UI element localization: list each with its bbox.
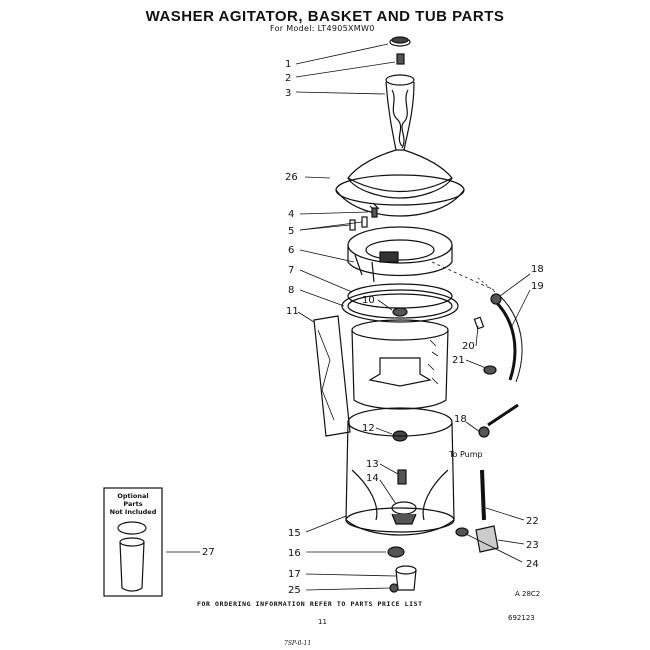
- to-pump-note: To Pump: [449, 450, 483, 459]
- leader-lines: [295, 43, 531, 591]
- part-tub-seal: [391, 469, 417, 525]
- optional-parts-box: [103, 487, 200, 597]
- callout-25: 25: [288, 585, 301, 596]
- part-hose-assembly: [455, 293, 523, 553]
- part-agitator-cap: [389, 36, 411, 47]
- callout-5: 5: [288, 226, 294, 237]
- part-drain-fitting: [389, 565, 417, 593]
- callout-16: 16: [288, 548, 301, 559]
- part-screw: [369, 202, 380, 218]
- callout-1: 1: [285, 59, 291, 70]
- callout-27: 27: [202, 547, 215, 558]
- callout-20: 20: [462, 341, 475, 352]
- callout-2: 2: [285, 73, 291, 84]
- optional-parts-line1: Optional Parts: [117, 492, 149, 508]
- part-wash-basket: [351, 319, 449, 410]
- callout-18-top: 18: [531, 264, 544, 275]
- part-hub-nut: [392, 307, 408, 317]
- signature-mark: 7SP-0-11: [284, 640, 312, 647]
- callout-3: 3: [285, 88, 291, 99]
- callout-12: 12: [362, 423, 375, 434]
- callout-6: 6: [288, 245, 294, 256]
- callout-26: 26: [285, 172, 298, 183]
- part-agitator: [335, 74, 465, 217]
- callout-8: 8: [288, 285, 294, 296]
- callout-23: 23: [526, 540, 539, 551]
- optional-parts-line2: Not Included: [109, 508, 157, 516]
- part-filter-bag: [313, 315, 351, 437]
- callout-24: 24: [526, 559, 539, 570]
- part-basket-hub: [347, 226, 453, 283]
- callout-13: 13: [366, 459, 379, 470]
- callout-14: 14: [366, 473, 379, 484]
- callout-4: 4: [288, 209, 294, 220]
- optional-parts-label: Optional Parts Not Included: [107, 492, 159, 516]
- callout-17: 17: [288, 569, 301, 580]
- part-agitator-bolt: [396, 53, 405, 65]
- callout-11: 11: [286, 306, 299, 317]
- callout-18-bottom: 18: [454, 414, 467, 425]
- model-label: For Model: LT4905XMW0: [270, 24, 375, 33]
- callout-7: 7: [288, 265, 294, 276]
- ordering-footer: FOR ORDERING INFORMATION REFER TO PARTS …: [197, 600, 423, 608]
- part-snubber-ring: [341, 289, 459, 323]
- part-number: 692123: [508, 614, 535, 622]
- part-outer-tub: [345, 407, 455, 536]
- diagram-title: WASHER AGITATOR, BASKET AND TUB PARTS: [145, 8, 505, 25]
- page-mark: 11: [318, 618, 327, 626]
- callout-10: 10: [362, 295, 375, 306]
- callout-21: 21: [452, 355, 465, 366]
- callout-22: 22: [526, 516, 539, 527]
- reference-code: A 28C2: [515, 590, 541, 598]
- callout-labels: 1 2 3 26 4 5 6 7 8 10 11 12 13 14 15 16 …: [202, 59, 544, 596]
- callout-19: 19: [531, 281, 544, 292]
- part-tub-nut: [387, 546, 405, 558]
- callout-15: 15: [288, 528, 301, 539]
